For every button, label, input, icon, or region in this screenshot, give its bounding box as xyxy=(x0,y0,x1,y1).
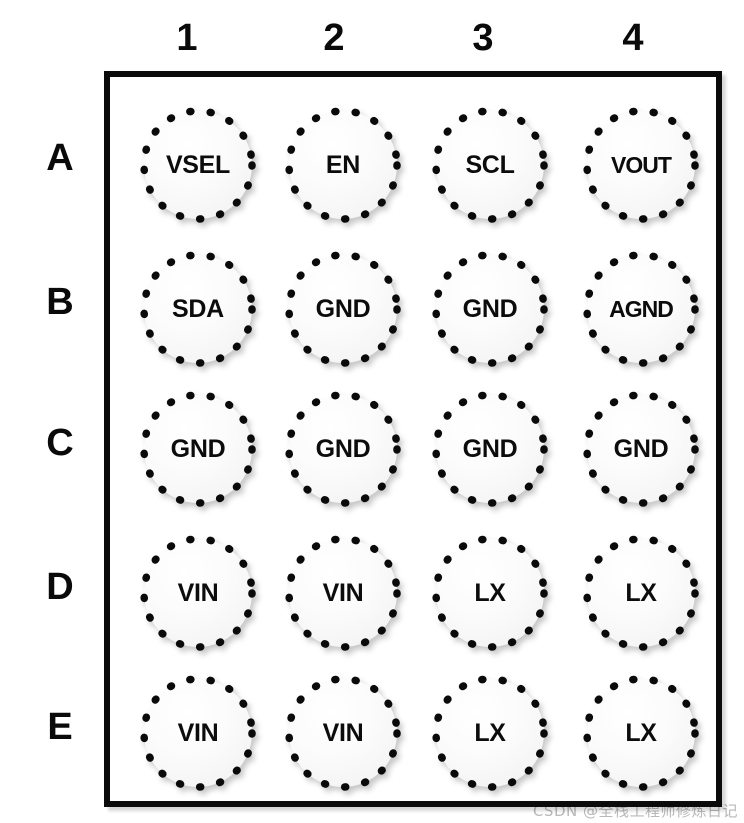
ball-label-c3: GND xyxy=(462,434,518,463)
ball-pad-d2[interactable]: VIN xyxy=(285,535,401,651)
ball-label-b2: GND xyxy=(315,294,371,323)
ball-label-d1: VIN xyxy=(177,578,219,607)
ball-label-a1: VSEL xyxy=(165,150,231,179)
ball-label-e4: LX xyxy=(625,718,657,747)
row-header-e: E xyxy=(47,706,73,748)
ball-pad-a3[interactable]: SCL xyxy=(432,107,548,223)
watermark-text: CSDN @全栈工程师修炼日记 xyxy=(532,802,738,820)
ball-pad-d4[interactable]: LX xyxy=(583,535,699,651)
ball-label-c2: GND xyxy=(315,434,371,463)
ball-label-a2: EN xyxy=(325,150,361,179)
ball-pad-c2[interactable]: GND xyxy=(285,391,401,507)
ball-pad-a1[interactable]: VSEL xyxy=(140,107,256,223)
ball-label-d3: LX xyxy=(474,578,506,607)
ball-pad-c3[interactable]: GND xyxy=(432,391,548,507)
ball-label-b3: GND xyxy=(462,294,518,323)
ball-pad-b2[interactable]: GND xyxy=(285,251,401,367)
ball-pad-a4[interactable]: VOUT xyxy=(583,107,699,223)
row-header-d: D xyxy=(46,566,74,608)
column-header-3: 3 xyxy=(472,17,494,59)
ball-pad-c1[interactable]: GND xyxy=(140,391,256,507)
ball-pad-b3[interactable]: GND xyxy=(432,251,548,367)
ball-label-b1: SDA xyxy=(172,294,224,323)
ball-pad-e2[interactable]: VIN xyxy=(285,675,401,791)
row-header-c: C xyxy=(46,422,74,464)
ball-pad-a2[interactable]: EN xyxy=(285,107,401,223)
ball-pad-b4[interactable]: AGND xyxy=(583,251,699,367)
ball-label-d4: LX xyxy=(625,578,657,607)
column-header-4: 4 xyxy=(622,17,644,59)
ball-pad-d1[interactable]: VIN xyxy=(140,535,256,651)
ball-pad-e1[interactable]: VIN xyxy=(140,675,256,791)
row-header-b: B xyxy=(46,281,74,323)
ball-label-d2: VIN xyxy=(322,578,364,607)
ball-label-b4: AGND xyxy=(609,295,674,322)
ball-pad-d3[interactable]: LX xyxy=(432,535,548,651)
ball-label-e2: VIN xyxy=(322,718,364,747)
ball-label-e1: VIN xyxy=(177,718,219,747)
ball-pad-b1[interactable]: SDA xyxy=(140,251,256,367)
ball-pad-e3[interactable]: LX xyxy=(432,675,548,791)
package-outline: VSEL EN SCL VOUT SDA GND GND AGND xyxy=(104,71,722,807)
ball-label-e3: LX xyxy=(474,718,506,747)
column-header-1: 1 xyxy=(176,17,198,59)
ball-pad-e4[interactable]: LX xyxy=(583,675,699,791)
ball-label-c1: GND xyxy=(170,434,226,463)
ball-label-a3: SCL xyxy=(465,150,515,179)
row-header-a: A xyxy=(46,137,74,179)
ball-label-c4: GND xyxy=(613,434,669,463)
ball-pad-c4[interactable]: GND xyxy=(583,391,699,507)
column-header-2: 2 xyxy=(323,17,345,59)
ball-label-a4: VOUT xyxy=(611,151,672,178)
